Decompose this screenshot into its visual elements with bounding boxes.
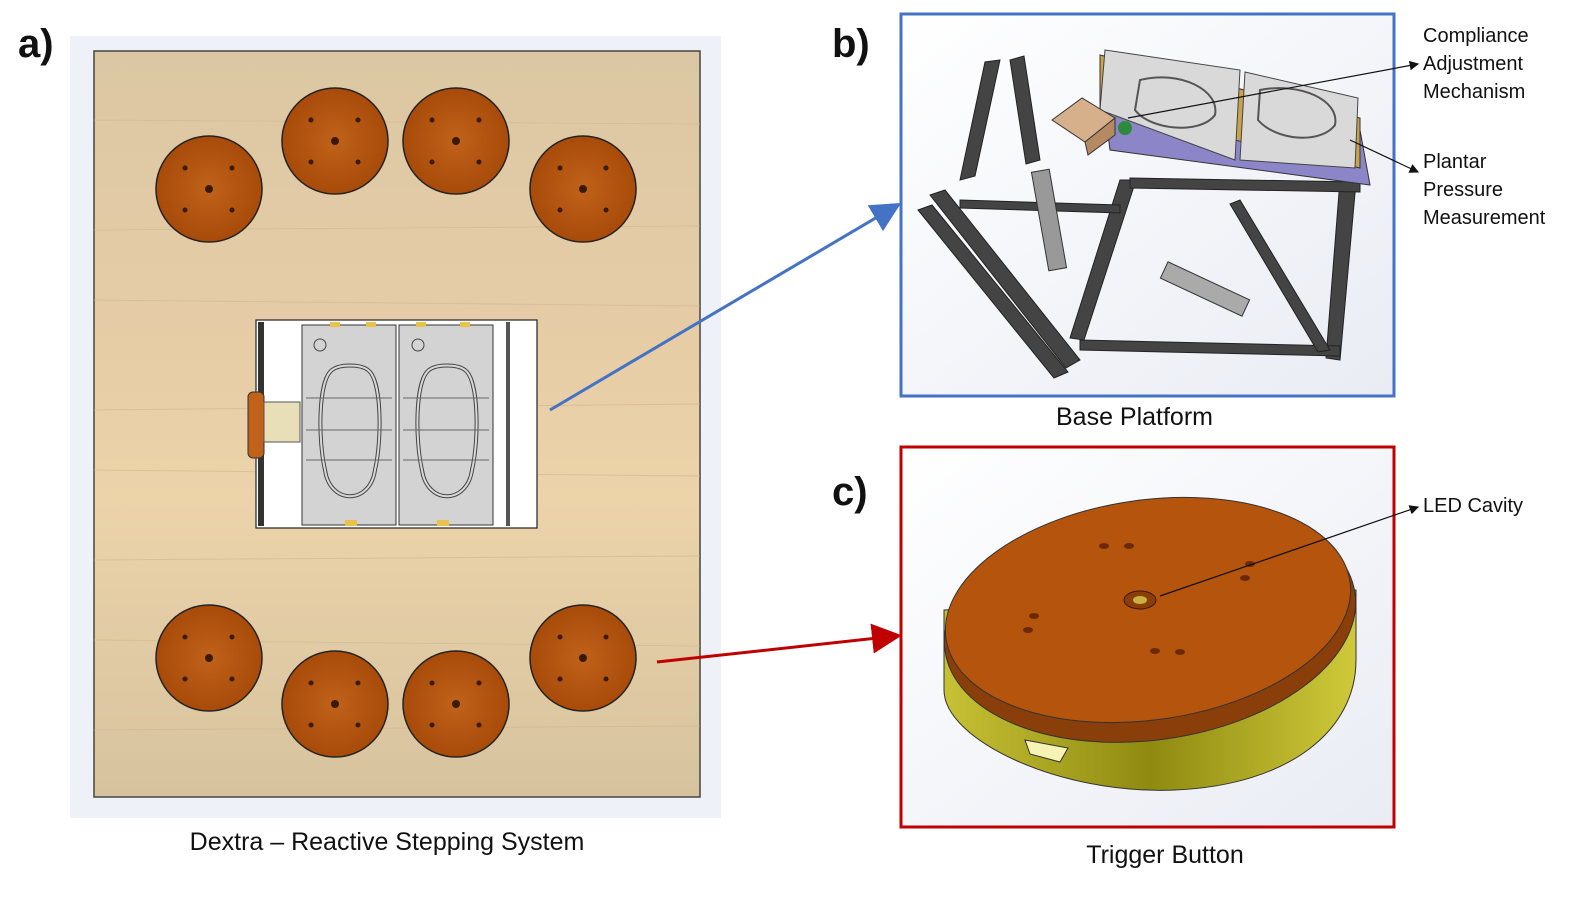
compliance-line-2: Adjustment [1423, 53, 1524, 75]
button-holes [182, 117, 609, 728]
panel-c-letter: c) [832, 470, 868, 514]
led-leader-line [1159, 505, 1420, 597]
panel-b-letter: b) [832, 22, 870, 66]
plantar-line-3: Measurement [1423, 207, 1546, 229]
plantar-line-1: Plantar [1423, 151, 1487, 173]
panel-c-caption: Trigger Button [1086, 841, 1244, 869]
arrow-to-base-platform [549, 202, 902, 412]
trigger-button-panel [899, 445, 1396, 829]
compliance-annotation: Compliance Adjustment Mechanism [1423, 22, 1529, 106]
base-platform-panel [899, 12, 1396, 398]
plantar-leader-line [1349, 139, 1420, 173]
compliance-leader-line [1127, 60, 1420, 119]
panel-a-caption: Dextra – Reactive Stepping System [189, 828, 585, 856]
platform-top-view [247, 319, 538, 529]
compliance-line-3: Mechanism [1423, 81, 1526, 103]
compliance-line-1: Compliance [1423, 25, 1529, 47]
led-annotation: LED Cavity [1423, 495, 1524, 517]
panel-a-letter: a) [18, 22, 54, 66]
plantar-annotation: Plantar Pressure Measurement [1423, 148, 1545, 232]
arrow-to-trigger-button [656, 623, 902, 664]
panel-b-caption: Base Platform [1055, 403, 1213, 431]
plantar-line-2: Pressure [1423, 179, 1504, 201]
